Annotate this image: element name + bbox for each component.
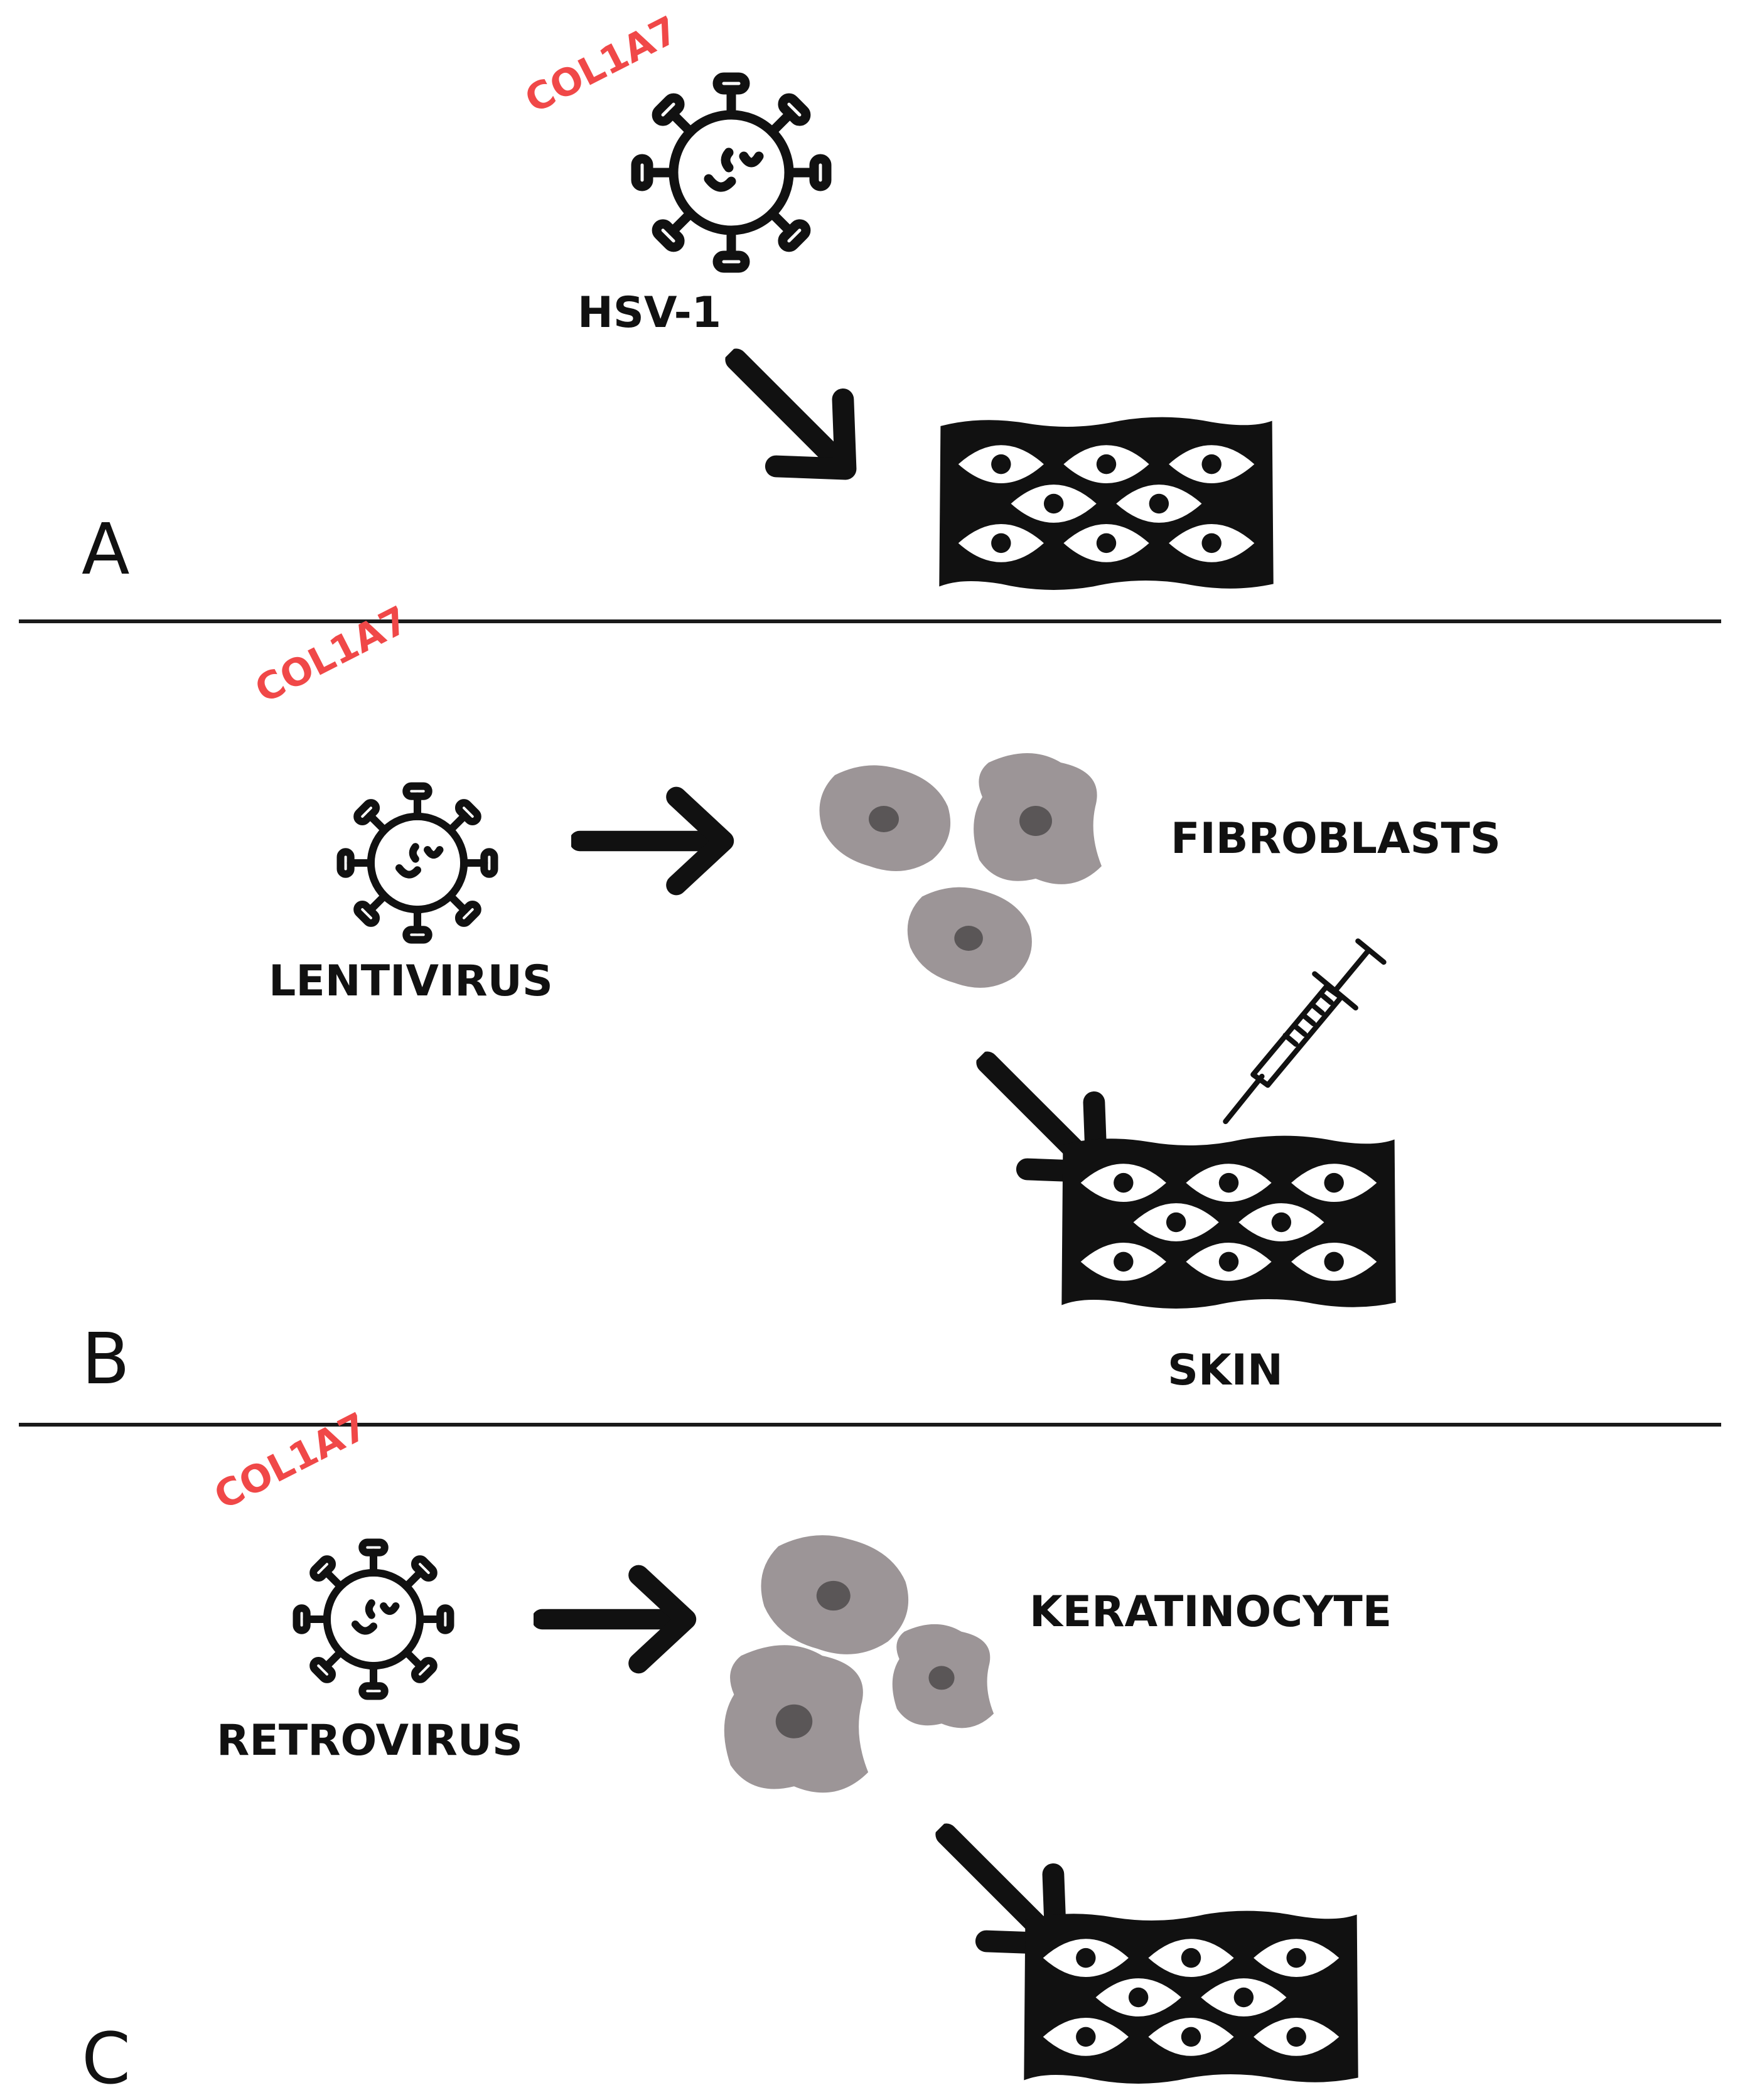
cell-icon bbox=[960, 747, 1111, 897]
target-label: SKIN bbox=[1168, 1346, 1283, 1395]
panel-letter: A bbox=[82, 509, 130, 591]
cell-icon bbox=[898, 879, 1042, 998]
arrow-icon bbox=[534, 1556, 703, 1682]
cell-icon bbox=[697, 1638, 891, 1808]
skin-tissue-icon bbox=[1020, 1905, 1362, 2090]
virus-icon bbox=[326, 772, 508, 954]
panel-c: COL1A7 RETROVIRUS KERATINOCYTE C bbox=[0, 1405, 1740, 2100]
cells-label: FIBROBLASTS bbox=[1171, 814, 1501, 864]
virus-icon bbox=[618, 60, 844, 286]
vector-label: RETROVIRUS bbox=[217, 1716, 524, 1765]
panel-letter: C bbox=[82, 2018, 131, 2100]
cell-icon bbox=[882, 1613, 1001, 1745]
panel-divider bbox=[19, 1423, 1721, 1427]
skin-tissue-icon bbox=[1058, 1130, 1400, 1315]
syringe-icon bbox=[1221, 938, 1397, 1127]
panel-divider bbox=[19, 619, 1721, 623]
skin-tissue-icon bbox=[935, 411, 1277, 596]
vector-label: LENTIVIRUS bbox=[269, 956, 553, 1006]
virus-icon bbox=[282, 1528, 465, 1710]
panel-a: COL1A7 HSV-1 A bbox=[0, 0, 1740, 621]
vector-label: HSV-1 bbox=[577, 288, 722, 338]
panel-letter: B bbox=[82, 1319, 130, 1400]
cells-label: KERATINOCYTE bbox=[1029, 1587, 1392, 1637]
panel-b: COL1A7 LENTIVIRUS FIBROBLASTS SKIN B bbox=[0, 598, 1740, 1425]
arrow-icon bbox=[571, 778, 741, 904]
cell-icon bbox=[810, 756, 960, 882]
